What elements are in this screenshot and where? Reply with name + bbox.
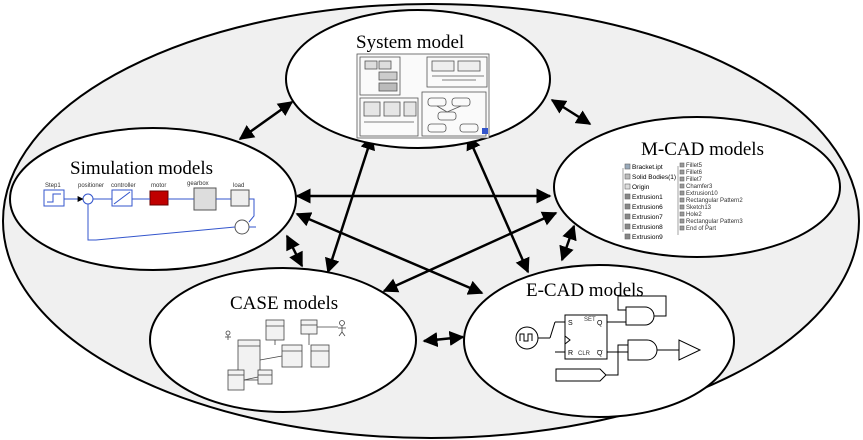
mcad-tree-item: Fillet7 <box>686 177 703 183</box>
mcad-tree-item: Extrusion10 <box>686 191 718 197</box>
mcad-tree-item: Extrusion6 <box>632 204 663 211</box>
ff-label-r: R <box>568 350 573 357</box>
case-models-title: CASE models <box>230 293 338 314</box>
buffer-triangle <box>678 339 702 361</box>
mcad-tree-item: Rectangular Pattern3 <box>686 219 743 225</box>
node-ecad-models: E-CAD models S SET Q R CLR Q <box>463 264 735 418</box>
node-mcad-models: M-CAD models Bracket.ipt Solid Bodies(1)… <box>553 116 841 258</box>
arrow-case-mcad <box>382 211 558 293</box>
ff-label-set: SET <box>584 317 596 323</box>
ff-label-clr: CLR <box>578 351 591 357</box>
arrow-mcad-ecad <box>559 224 577 262</box>
arrow-case-ecad <box>422 330 465 348</box>
connections <box>238 98 592 348</box>
system-model-thumbnail <box>356 53 490 139</box>
mcad-tree-left <box>622 163 631 240</box>
system-model-title: System model <box>356 32 464 53</box>
mcad-tree-item: Bracket.ipt <box>632 164 663 171</box>
mcad-tree-right <box>677 162 685 235</box>
mcad-tree-item: Extrusion9 <box>632 234 663 241</box>
mcad-tree-item: Extrusion1 <box>632 194 663 201</box>
input-connector <box>555 368 607 382</box>
ecad-schematic <box>515 295 702 382</box>
mcad-tree-item: Rectangular Pattern2 <box>686 198 743 204</box>
mcad-tree-item: Fillet5 <box>686 163 703 169</box>
mcad-tree-item: Origin <box>632 184 650 191</box>
arrow-system-mcad <box>550 98 592 126</box>
sr-flipflop <box>564 314 608 360</box>
node-system-model: System model <box>285 9 551 149</box>
node-simulation-models: Simulation models Step1 positioner contr… <box>9 127 297 271</box>
ff-label-q: Q <box>597 320 603 327</box>
mcad-tree-item: Sketch13 <box>686 205 712 211</box>
sim-block-motor-label: motor <box>151 183 166 189</box>
mcad-tree-item: Extrusion8 <box>632 224 663 231</box>
mcad-feature-tree: Bracket.ipt Solid Bodies(1) Origin Extru… <box>622 162 743 241</box>
mcad-models-ellipse <box>553 116 841 258</box>
ff-label-qbar: Q <box>597 350 603 357</box>
and-gate-bottom <box>627 339 658 361</box>
ecad-models-title: E-CAD models <box>526 280 644 301</box>
simulation-models-title: Simulation models <box>70 158 213 179</box>
mcad-tree-item: End of Part <box>686 226 716 232</box>
ff-label-s: S <box>568 320 573 327</box>
mcad-tree-item: Extrusion7 <box>632 214 663 221</box>
mcad-models-title: M-CAD models <box>641 139 764 160</box>
sim-block-controller-label: controller <box>111 183 136 189</box>
sim-block-positioner-label: positioner <box>78 183 104 189</box>
node-case-models: CASE models <box>149 267 417 413</box>
sim-block-gearbox-label: gearbox <box>187 181 209 187</box>
arrow-system-simulation <box>238 100 294 141</box>
mcad-tree-item: Chamfer3 <box>686 184 713 190</box>
arrow-simulation-case <box>285 234 304 268</box>
mcad-tree-item: Solid Bodies(1) <box>632 174 676 181</box>
sim-block-step-label: Step1 <box>45 183 61 189</box>
sim-block-load-label: load <box>233 183 244 189</box>
mcad-tree-item: Fillet6 <box>686 170 703 176</box>
simulation-block-diagram <box>43 187 256 241</box>
and-gate-top <box>625 306 655 326</box>
case-uml-diagram <box>225 319 346 391</box>
mcad-tree-item: Hole2 <box>686 212 702 218</box>
